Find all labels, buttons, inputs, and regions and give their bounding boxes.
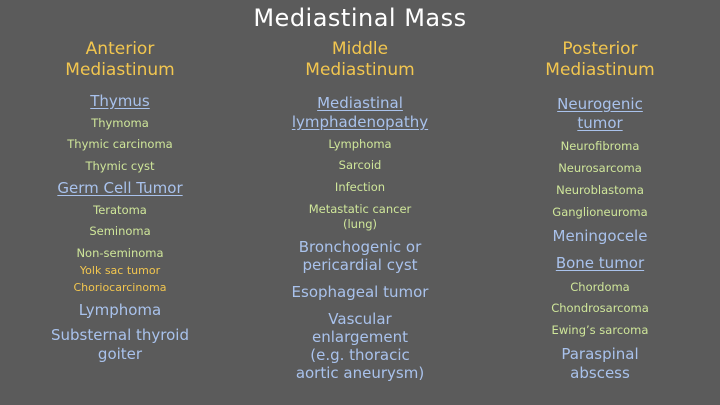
cyst-line2: pericardial cyst [302,256,418,274]
chondrosarcoma-item: Chondrosarcoma [551,301,649,315]
thymus-heading: Thymus [90,92,150,110]
cyst-line1: Bronchogenic or [298,238,422,256]
paraspinal-line2: abscess [570,364,630,382]
vascular-line1: Vascular [328,310,392,328]
lymphadenopathy-line1: Mediastinal [317,94,403,112]
seminoma-item: Seminoma [89,224,151,238]
anterior-header-line2: Mediastinum [65,60,175,80]
lymphadenopathy-line2: lymphadenopathy [291,113,429,131]
ewing-item: Ewing’s sarcoma [551,323,649,337]
middle-header-line2: Mediastinum [305,60,415,80]
metastatic-line1: Metastatic cancer [308,202,412,216]
vascular-line3: (e.g. thoracic [310,346,410,364]
thymic-cyst-item: Thymic cyst [85,159,155,173]
neurogenic-line1: Neurogenic [557,95,643,113]
chordoma-item: Chordoma [570,280,630,294]
lymphoma-middle: Lymphoma [328,137,392,151]
infection-item: Infection [334,180,386,194]
sarcoid-item: Sarcoid [338,158,382,172]
ganglioneuroma-item: Ganglioneuroma [552,205,648,219]
neurosarcoma-item: Neurosarcoma [558,161,642,175]
yolk-sac-item: Yolk sac tumor [79,264,161,277]
vascular-line4: aortic aneurysm) [295,364,425,382]
germ-cell-heading: Germ Cell Tumor [57,179,183,197]
thymic-carcinoma-item: Thymic carcinoma [67,137,173,151]
posterior-header-line2: Mediastinum [545,60,655,80]
neurogenic-line2: tumor [577,114,623,132]
choriocarcinoma-item: Choriocarcinoma [73,281,167,294]
esophageal-item: Esophageal tumor [291,283,429,301]
meningocele-item: Meningocele [552,227,648,245]
vascular-line2: enlargement [312,328,408,346]
neuroblastoma-item: Neuroblastoma [556,183,644,197]
substernal-line1: Substernal thyroid [51,326,189,344]
metastatic-line2: (lung) [342,217,378,231]
thymoma-item: Thymoma [91,116,149,130]
bone-tumor-heading: Bone tumor [555,254,645,272]
middle-header-line1: Middle [331,39,389,59]
lymphoma-anterior: Lymphoma [78,301,162,319]
paraspinal-line1: Paraspinal [561,345,639,363]
anterior-header-line1: Anterior [85,39,155,59]
non-seminoma-item: Non-seminoma [76,246,164,260]
neurofibroma-item: Neurofibroma [560,139,640,153]
posterior-header-line1: Posterior [562,39,638,59]
page-title: Mediastinal Mass [253,4,467,32]
substernal-line2: goiter [97,345,143,363]
teratoma-item: Teratoma [93,203,147,217]
